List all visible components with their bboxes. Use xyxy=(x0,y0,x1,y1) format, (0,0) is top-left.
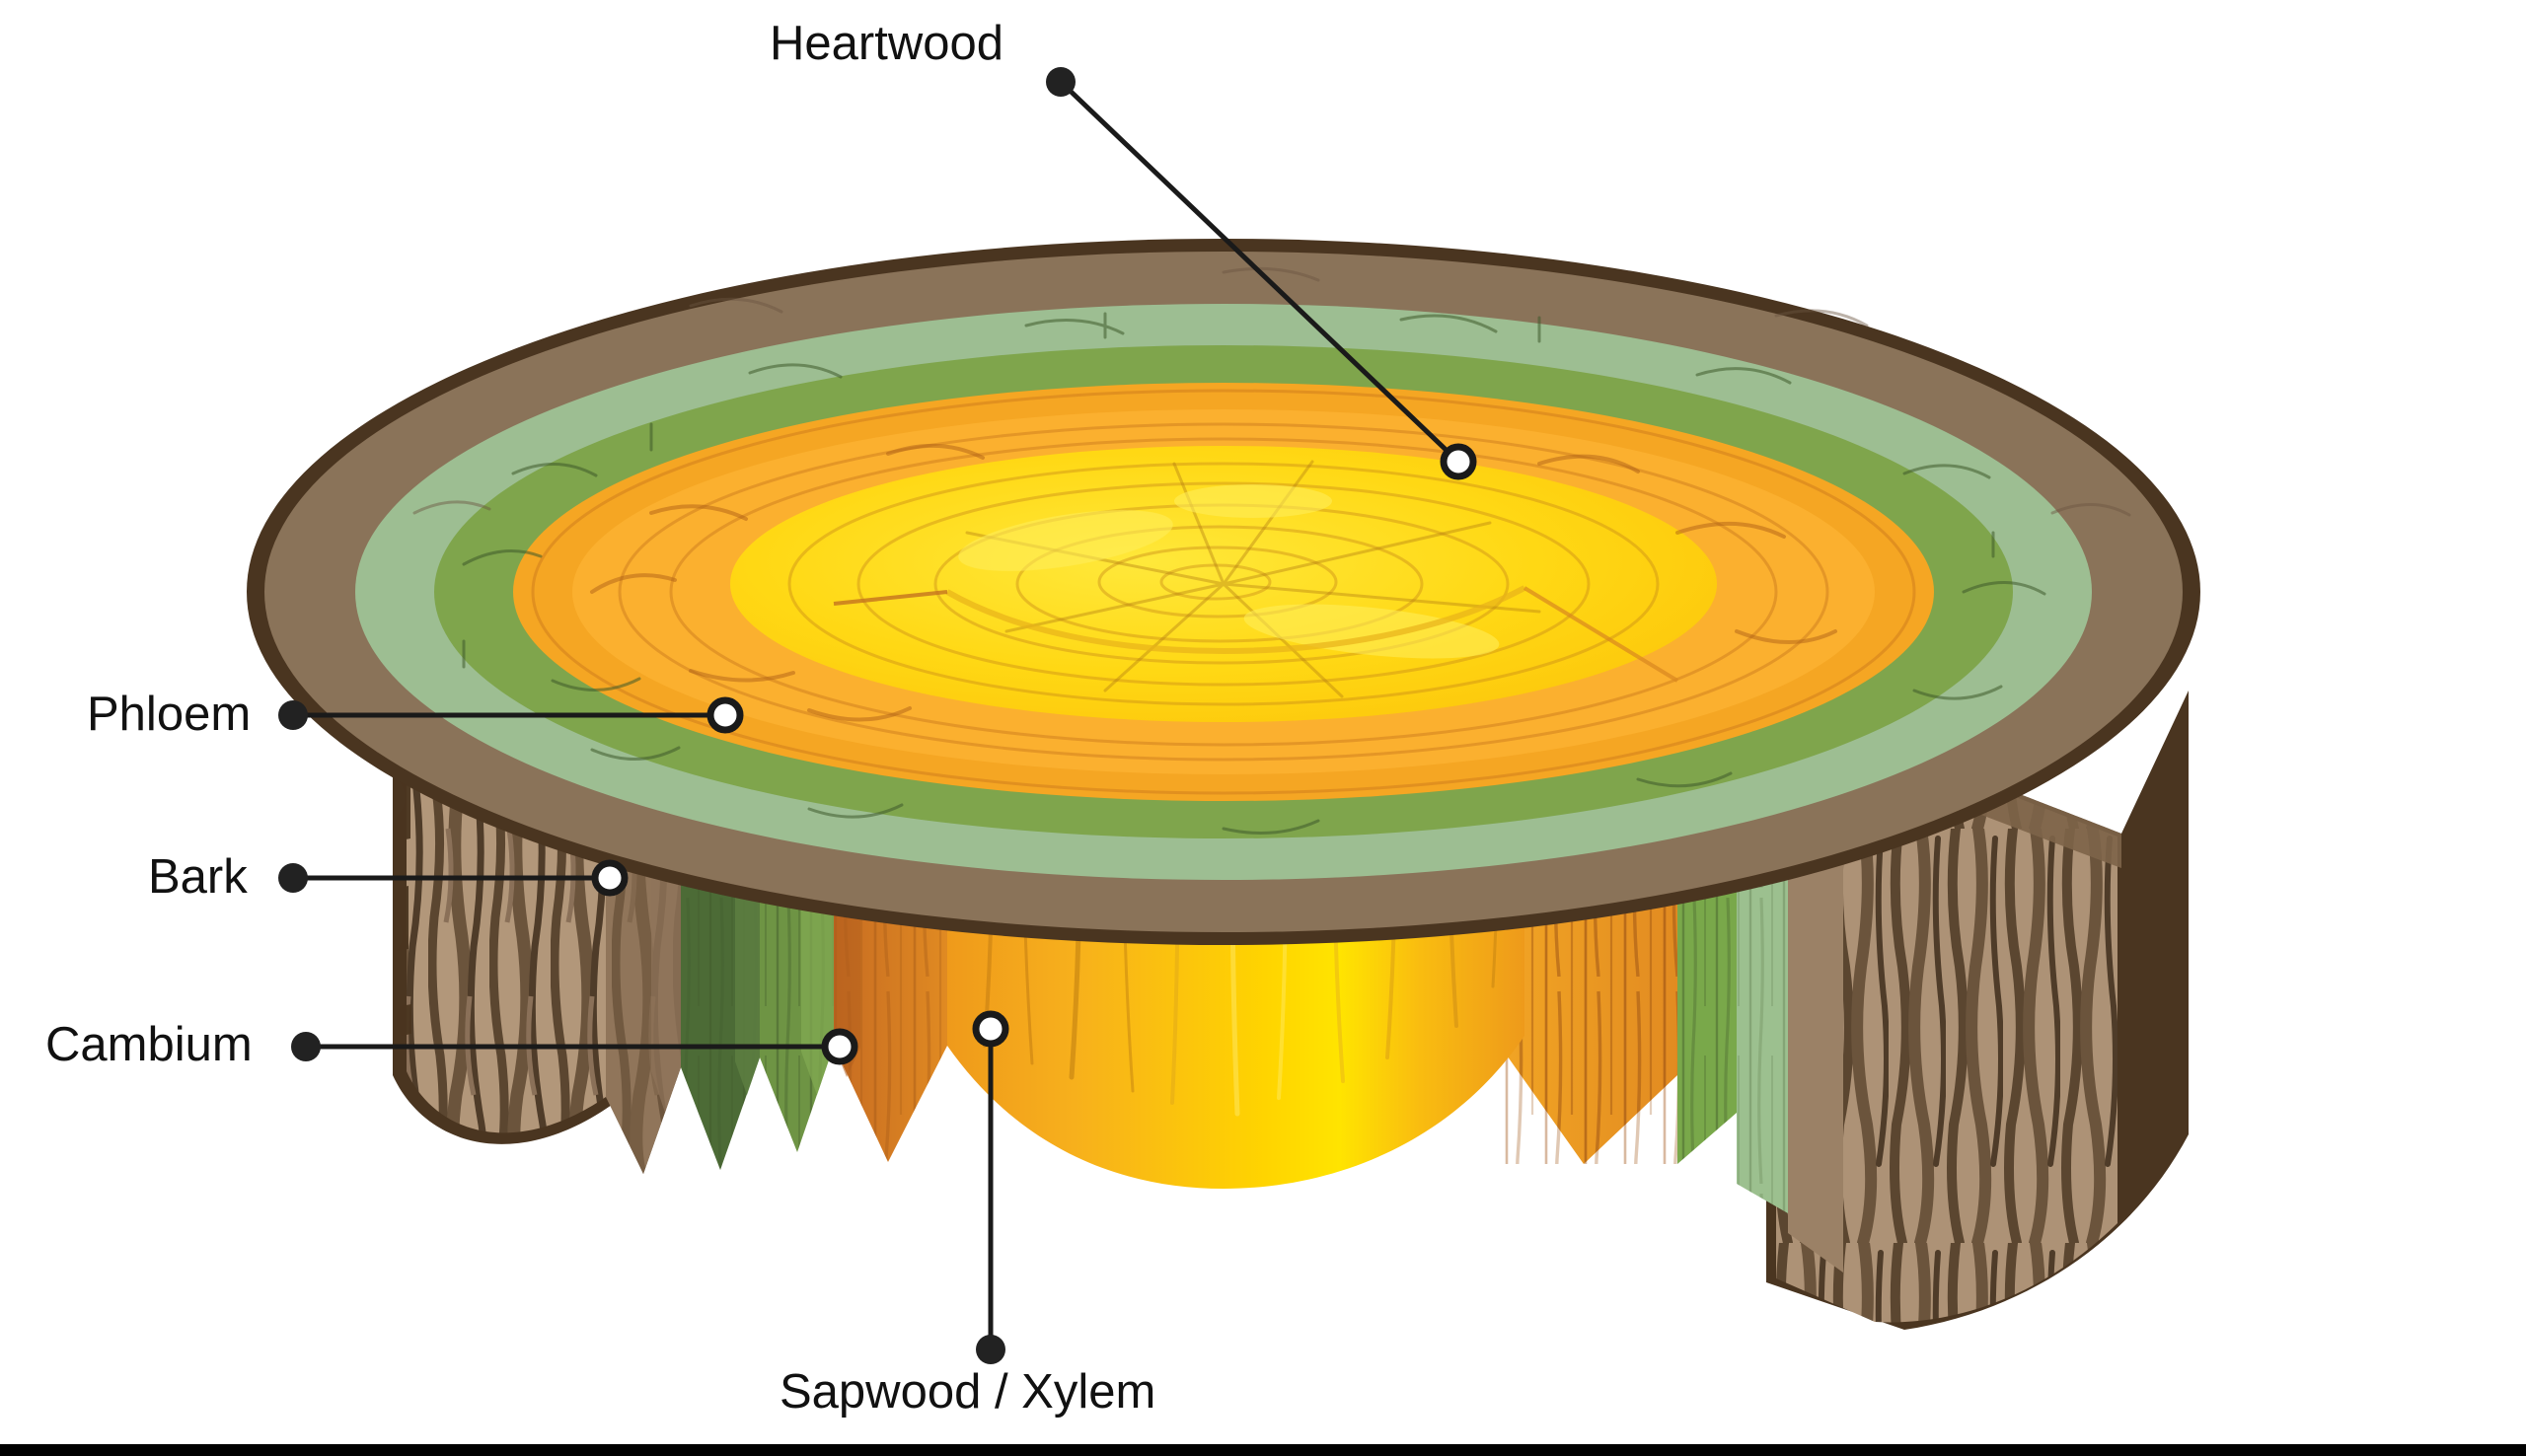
leader-target-heartwood xyxy=(1440,443,1477,480)
leader-bark xyxy=(278,859,629,897)
leader-dot-bark xyxy=(278,863,308,893)
label-bark: Bark xyxy=(148,850,248,904)
leader-dot-heartwood xyxy=(1046,67,1076,97)
label-phloem: Phloem xyxy=(87,688,252,741)
label-cambium: Cambium xyxy=(45,1018,253,1071)
bottom-bar xyxy=(0,1444,2526,1456)
leader-target-bark xyxy=(591,859,629,897)
label-heartwood: Heartwood xyxy=(770,17,1003,70)
leader-sapwood xyxy=(972,1010,1009,1364)
cut-notch-edges xyxy=(833,585,1679,683)
leader-heartwood xyxy=(1046,67,1477,480)
leader-target-sapwood xyxy=(972,1010,1009,1048)
label-sapwood-xylem: Sapwood / Xylem xyxy=(780,1365,1156,1419)
trunk-top-rings xyxy=(247,239,2200,945)
leader-target-cambium xyxy=(821,1028,858,1065)
leader-dot-sapwood xyxy=(976,1335,1005,1364)
leader-target-phloem xyxy=(706,696,744,734)
leader-phloem xyxy=(278,696,744,734)
leader-cambium xyxy=(291,1028,858,1065)
leader-dot-phloem xyxy=(278,700,308,730)
leader-dot-cambium xyxy=(291,1032,321,1061)
leader-line-heartwood xyxy=(1059,80,1460,464)
